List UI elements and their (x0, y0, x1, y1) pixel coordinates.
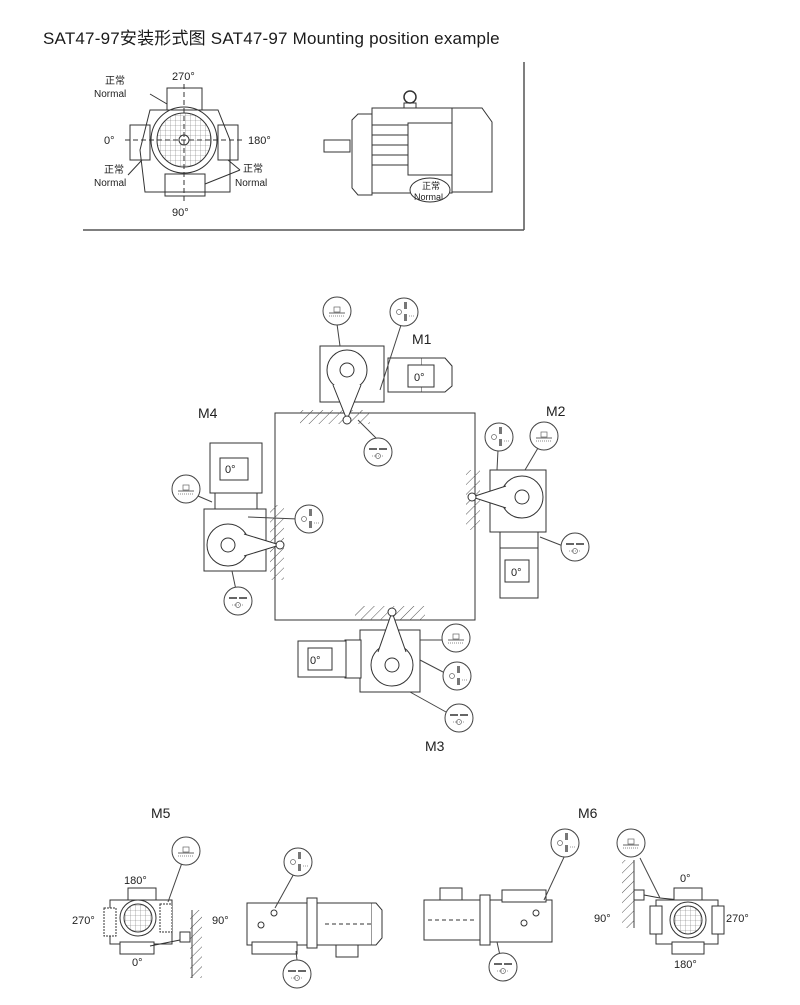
m5-angle-left: 270° (72, 915, 95, 927)
reference-panel: 270° 0° 180° 90° 正常 Normal 正常 Normal 正常 … (83, 62, 525, 231)
terminal-box-label-m3: 0° (310, 655, 321, 667)
m5-angle-top: 180° (124, 875, 147, 887)
angle-label-bottom: 90° (172, 207, 189, 219)
label-m3: M3 (425, 738, 445, 754)
motor-front-view (125, 84, 245, 204)
m6-angle-top: 0° (680, 873, 691, 885)
page-title: SAT47-97安装形式图 SAT47-97 Mounting position… (43, 29, 500, 48)
label-m2: M2 (546, 403, 566, 419)
angle-label-left: 0° (104, 135, 115, 147)
angle-label-right: 180° (248, 135, 271, 147)
terminal-box-label-m1: 0° (414, 372, 425, 384)
m6-angle-bottom: 180° (674, 959, 697, 971)
terminal-box-label-m4: 0° (225, 464, 236, 476)
motor-side-view (323, 90, 493, 203)
label-m1: M1 (412, 331, 432, 347)
position-m2 (466, 421, 590, 599)
position-m4 (171, 442, 324, 616)
normal-cn-label-right: 正常 (243, 162, 263, 175)
label-m5: M5 (151, 805, 171, 821)
position-m6-front (616, 828, 725, 955)
position-m3 (297, 606, 474, 733)
angle-label-top: 270° (172, 71, 195, 83)
position-m6-side (423, 828, 580, 982)
normal-cn-label-top: 正常 (105, 74, 125, 87)
m6-angle-left: 90° (594, 913, 611, 925)
m6-angle-right: 270° (726, 913, 749, 925)
label-m4: M4 (198, 405, 218, 421)
position-m1 (300, 296, 453, 467)
normal-en-label-side: Normal (414, 192, 443, 202)
m5-angle-right: 90° (212, 915, 229, 927)
terminal-box-label-m2: 0° (511, 567, 522, 579)
position-m5-front (103, 836, 202, 978)
normal-en-label-right: Normal (235, 178, 267, 189)
normal-en-label-top: Normal (94, 89, 126, 100)
normal-cn-label-side: 正常 (422, 180, 440, 191)
m5-angle-bottom: 0° (132, 957, 143, 969)
normal-cn-label-left: 正常 (104, 163, 124, 176)
position-m5-side (246, 847, 383, 989)
normal-en-label-left: Normal (94, 178, 126, 189)
label-m6: M6 (578, 805, 598, 821)
